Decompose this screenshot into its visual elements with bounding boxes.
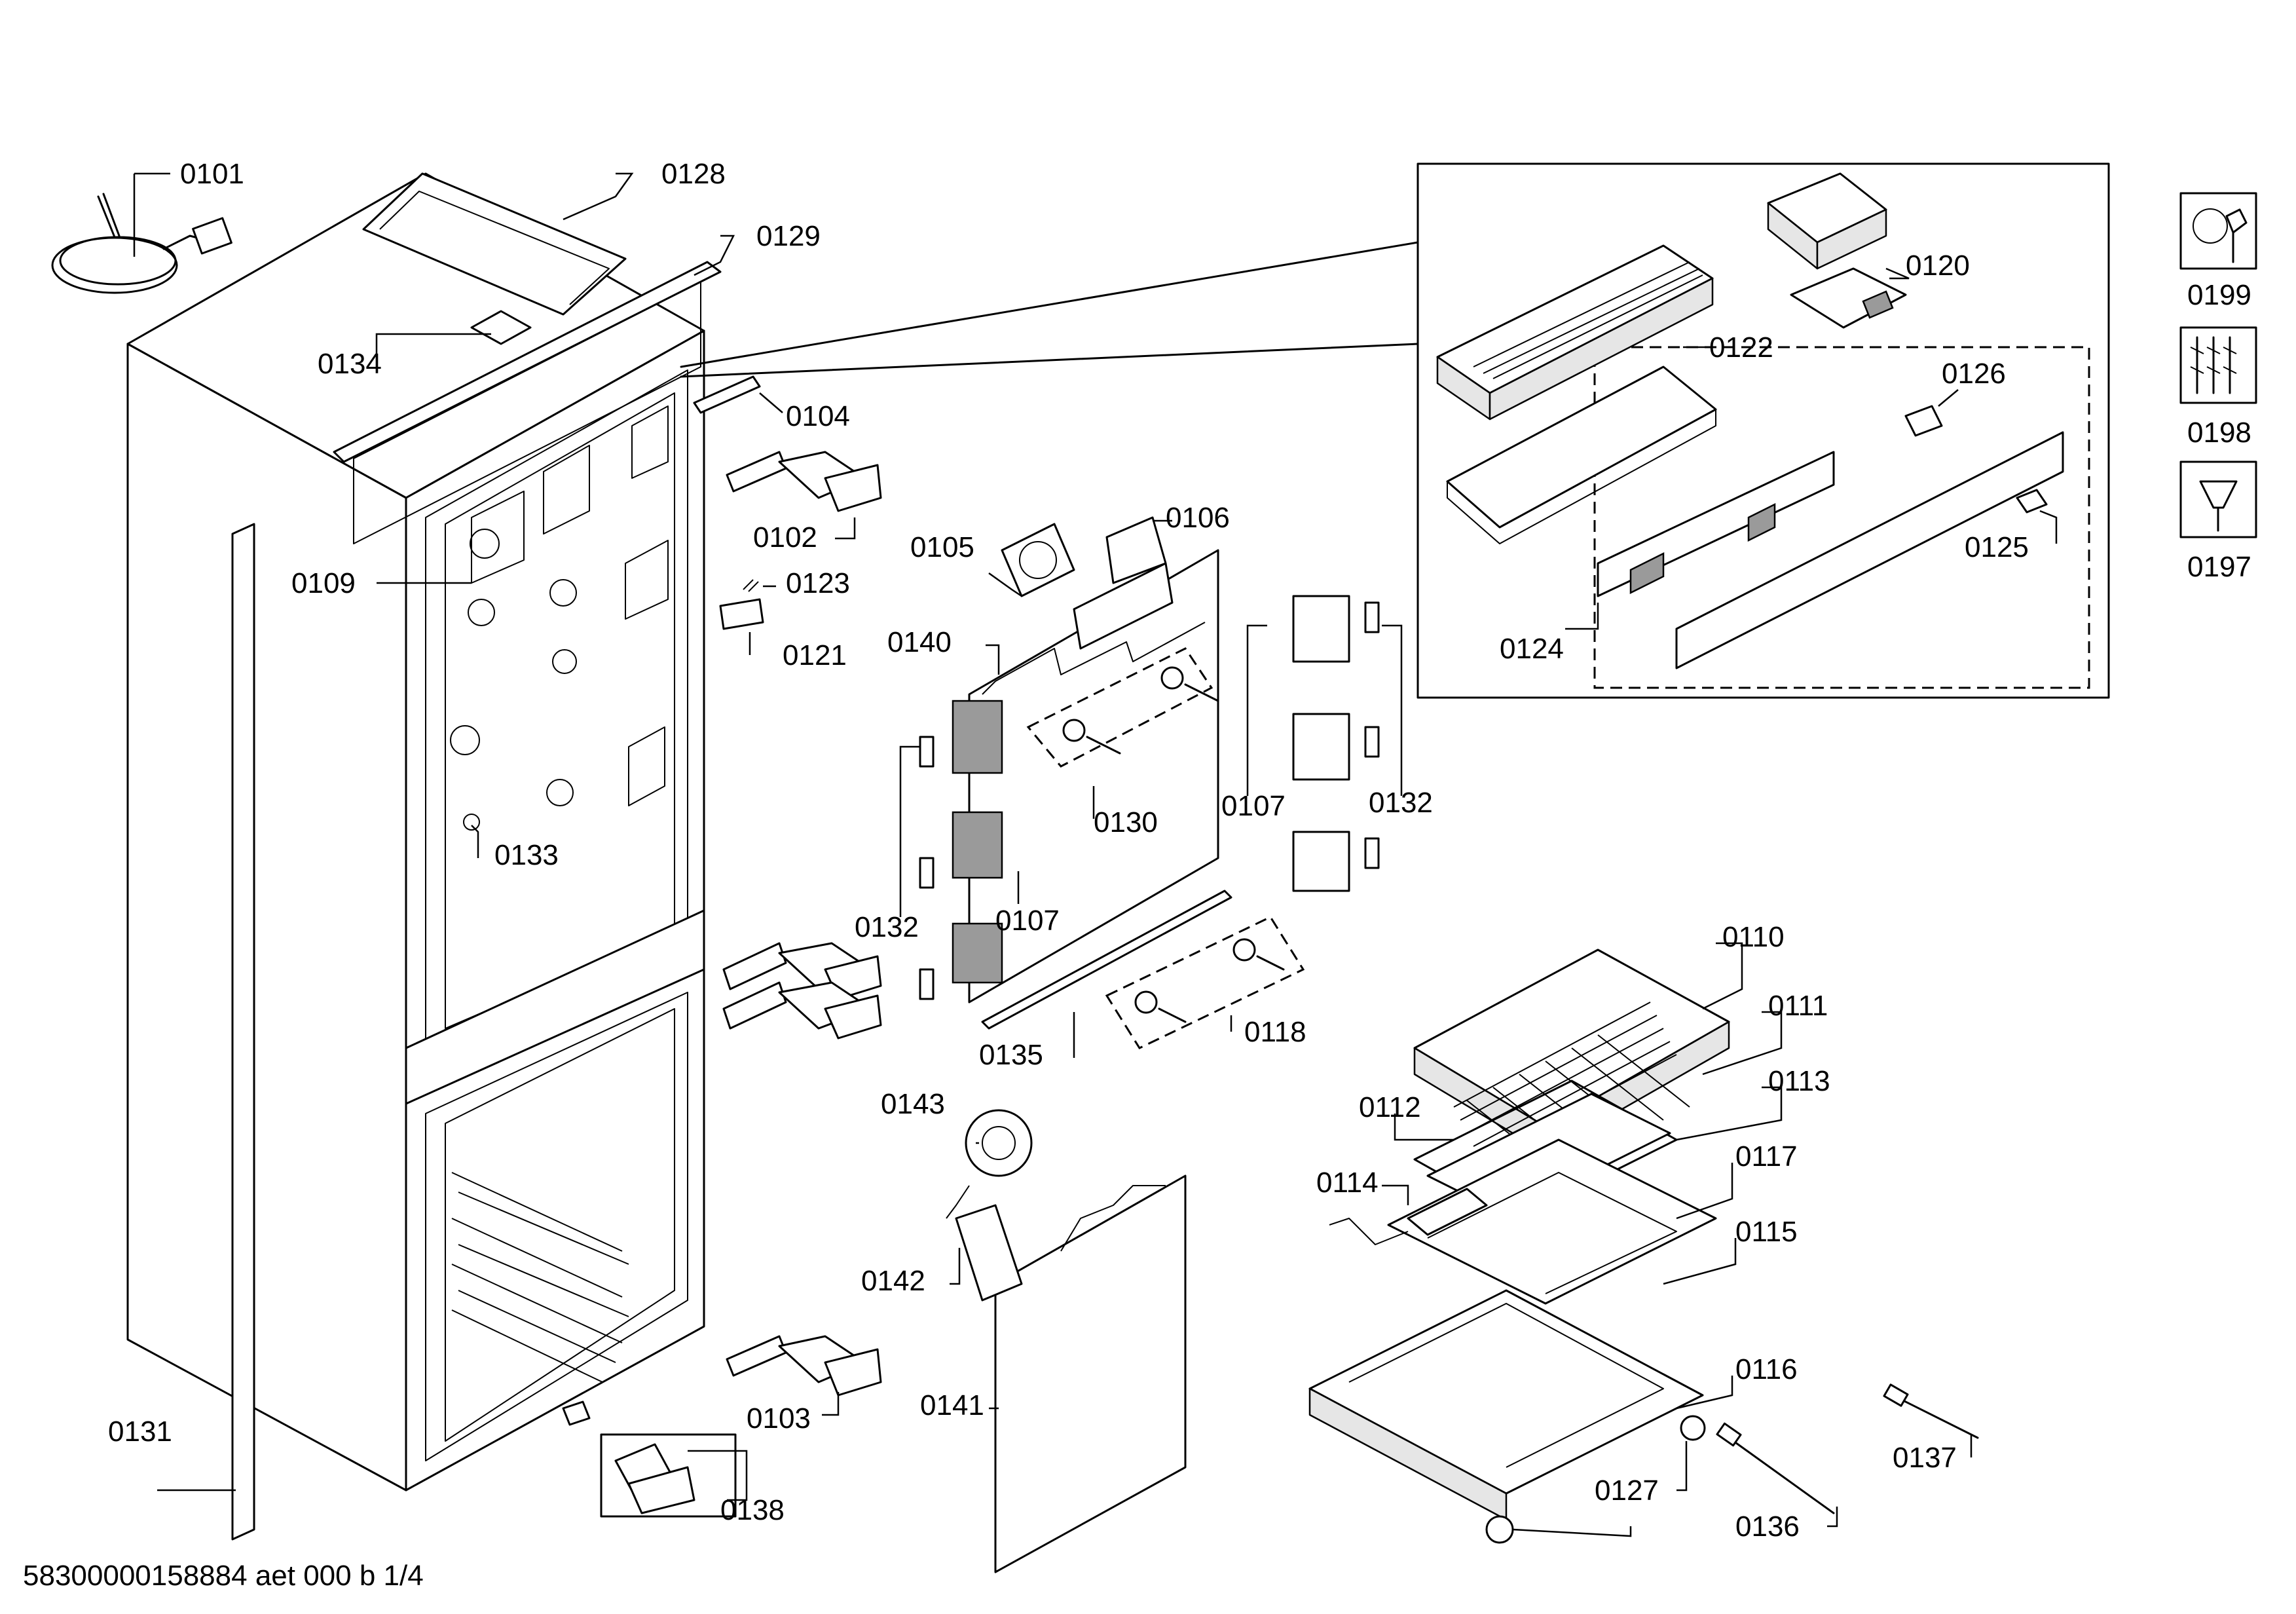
label-0114: 0114	[1316, 1167, 1379, 1199]
label-0126: 0126	[1942, 358, 2006, 390]
label-tool-0197: 0197	[2187, 551, 2251, 583]
hinge-top	[726, 451, 882, 512]
hinge-bottom	[726, 1335, 882, 1397]
screw-set-icon	[2179, 326, 2257, 404]
label-0111: 0111	[1768, 990, 1828, 1022]
label-0141: 0141	[920, 1389, 984, 1421]
label-0125: 0125	[1965, 531, 2029, 563]
tool-labels: 0199 0198 0197	[2187, 279, 2251, 583]
hinge-middle	[722, 942, 882, 1040]
label-0116: 0116	[1735, 1353, 1798, 1385]
label-0132-left: 0132	[855, 911, 919, 943]
part-labels: 0101 0128 0129 0134 0104 0102 0123 0121 …	[108, 158, 2029, 1543]
rear-cover-0141	[994, 1174, 1187, 1573]
power-cord	[51, 193, 232, 294]
label-0137: 0137	[1893, 1442, 1957, 1474]
detail-inset	[1416, 162, 2110, 699]
label-0107-left: 0107	[995, 905, 1060, 937]
label-0102: 0102	[753, 521, 817, 554]
label-0115: 0115	[1735, 1216, 1798, 1248]
label-0104: 0104	[786, 400, 850, 432]
label-0101: 0101	[180, 158, 244, 190]
label-0128: 0128	[661, 158, 726, 190]
label-0121: 0121	[783, 639, 847, 671]
label-0122: 0122	[1709, 331, 1773, 364]
label-0123: 0123	[786, 567, 850, 599]
label-0106: 0106	[1166, 502, 1230, 534]
label-0140: 0140	[887, 626, 952, 658]
label-0110: 0110	[1722, 921, 1785, 953]
label-0103: 0103	[747, 1402, 811, 1435]
label-0136: 0136	[1735, 1511, 1800, 1543]
label-0129: 0129	[756, 220, 821, 252]
label-0120: 0120	[1906, 250, 1970, 282]
label-0133: 0133	[494, 839, 559, 871]
label-0109: 0109	[291, 567, 356, 599]
cabinet-body	[126, 172, 722, 1541]
label-0118: 0118	[1244, 1016, 1306, 1048]
screwdriver-icon	[2179, 460, 2257, 538]
label-0117: 0117	[1735, 1140, 1798, 1173]
label-0112: 0112	[1359, 1091, 1421, 1123]
label-0113: 0113	[1768, 1065, 1830, 1097]
label-0142: 0142	[861, 1265, 925, 1297]
label-tool-0198: 0198	[2187, 417, 2251, 449]
label-0138: 0138	[720, 1494, 785, 1526]
label-0130: 0130	[1094, 806, 1158, 838]
label-0107-right: 0107	[1221, 790, 1286, 822]
label-tool-0199: 0199	[2187, 279, 2251, 311]
label-0134: 0134	[318, 348, 382, 380]
label-0124: 0124	[1500, 633, 1564, 665]
document-id: 58300000158884 aet 000 b 1/4	[23, 1560, 424, 1592]
label-0105: 0105	[910, 531, 974, 563]
wrench-icon	[2179, 192, 2257, 270]
label-0131: 0131	[108, 1416, 172, 1448]
label-0127: 0127	[1595, 1474, 1659, 1507]
label-0143: 0143	[881, 1088, 945, 1120]
label-0132-right: 0132	[1369, 787, 1433, 819]
label-0135: 0135	[979, 1039, 1043, 1071]
